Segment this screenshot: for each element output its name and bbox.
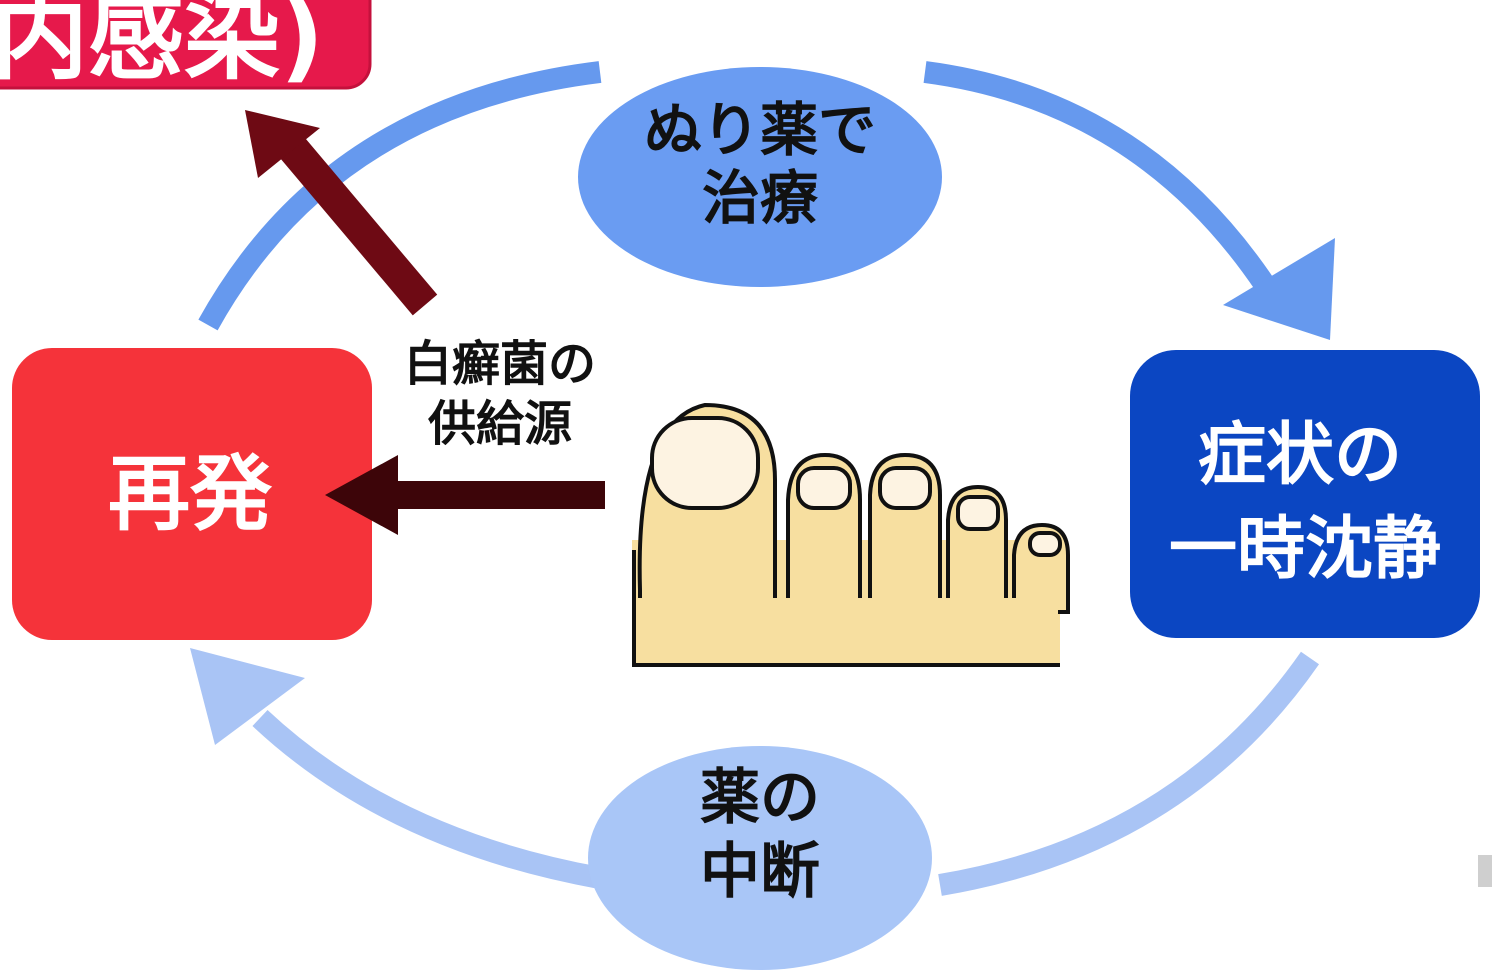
pause-bubble: 薬の 中断 [588, 746, 932, 970]
treat-bubble: ぬり薬で 治療 [578, 67, 942, 287]
arrowhead-down-right-icon [1223, 238, 1335, 340]
remission-line-1: 症状の [1198, 416, 1402, 495]
cycle-arrow-bottom [190, 648, 1320, 896]
big-toenail [650, 416, 760, 510]
remission-box: 症状の 一時沈静 [1130, 350, 1480, 638]
cutoff-infection-label: 内感染) [0, 0, 372, 93]
edge-artifact [1478, 855, 1492, 887]
recurrence-box: 再発 [12, 348, 372, 640]
fungus-source-label: 白癬菌の 供給源 [404, 336, 596, 452]
pause-line-2: 中断 [700, 837, 820, 907]
source-line-1: 白癬菌の [404, 336, 596, 392]
toenail-2 [796, 466, 852, 510]
cutoff-label-text: 内感染) [0, 0, 324, 93]
source-line-2: 供給源 [428, 396, 572, 452]
dark-arrowhead-left-icon [325, 455, 398, 535]
recurrence-label: 再発 [108, 447, 273, 542]
remission-line-2: 一時沈静 [1169, 510, 1441, 589]
pause-line-1: 薬の [700, 763, 820, 833]
toes-with-nails-illustration [632, 402, 1070, 667]
cycle-arrow-top [198, 61, 1335, 340]
dark-arrow-up-left [245, 110, 438, 316]
dark-arrowhead-up-left-icon [245, 110, 320, 178]
dark-arrow-left [325, 455, 605, 535]
toenail-5 [1028, 531, 1062, 557]
toenail-4 [956, 495, 1000, 531]
toenail-3 [878, 466, 932, 510]
arrowhead-up-left-icon [190, 648, 305, 745]
treat-line-1: ぬり薬で [644, 96, 876, 164]
treat-line-2: 治療 [702, 164, 819, 232]
